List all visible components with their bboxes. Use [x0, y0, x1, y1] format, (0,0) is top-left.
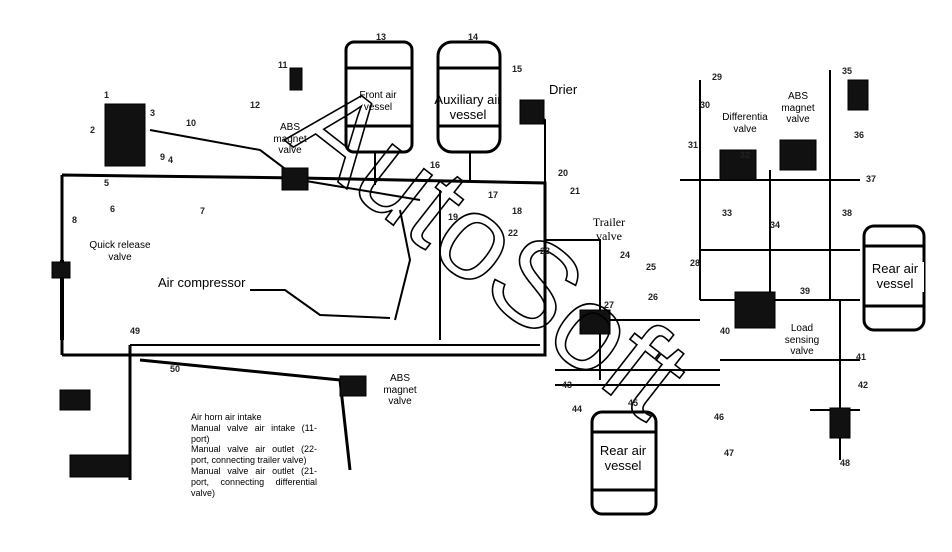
part-number: 45 [628, 398, 639, 408]
part-number: 32 [740, 150, 751, 160]
load-sensing-valve-shape [734, 291, 776, 329]
trailer-valve-shape [579, 309, 611, 335]
part-number: 18 [512, 206, 523, 216]
part-number: 6 [110, 204, 116, 214]
quick-release-valve-shape [51, 261, 71, 279]
pipe-lower-rear [555, 330, 720, 386]
part-number: 46 [714, 412, 725, 422]
label-drier: Drier [549, 82, 578, 97]
label-trailer-valve: Trailer valve [592, 215, 626, 243]
part-number: 15 [512, 64, 523, 74]
part-number: 3 [150, 108, 156, 118]
part-number: 31 [688, 140, 699, 150]
drier-shape [519, 99, 545, 125]
part-number: 4 [168, 155, 174, 165]
part-number: 44 [572, 404, 583, 414]
pipe-s-left [394, 209, 412, 321]
component-left [59, 389, 91, 411]
part-number: 24 [620, 250, 631, 260]
part-number: 19 [448, 212, 459, 222]
pipe-compressor [250, 289, 391, 319]
part-number: 30 [700, 100, 711, 110]
part-number: 48 [840, 458, 851, 468]
part-number: 41 [856, 352, 867, 362]
pipe-main-inner [130, 190, 540, 346]
part-number: 28 [690, 258, 701, 268]
component-top-valve [289, 67, 303, 91]
part-number: 25 [646, 262, 657, 272]
legend-item: Manual valve air outlet (22-port, connec… [191, 444, 317, 466]
part-number: 17 [488, 190, 499, 200]
legend-item: Manual valve air outlet (21-port, connec… [191, 465, 317, 498]
legend-item: Manual valve air intake (11-port) [191, 422, 317, 444]
label-rear-air-vessel-right: Rear air vessel [866, 261, 924, 292]
part-number: 27 [604, 300, 615, 310]
label-abs-magnet-valve-top: ABS magnet valve [273, 122, 307, 156]
pipe-trailer [545, 239, 700, 321]
part-number: 21 [570, 186, 581, 196]
part-number: 16 [430, 160, 441, 170]
label-front-air-vessel: Front air vessel [359, 90, 397, 113]
part-number: 39 [800, 286, 811, 296]
label-air-compressor: Air compressor [158, 275, 246, 290]
abs-magnet-valve-right-shape [779, 139, 817, 171]
component-right-top [847, 79, 869, 111]
part-number: 20 [558, 168, 569, 178]
part-number: 26 [648, 292, 659, 302]
part-number: 47 [724, 448, 735, 458]
pipe-vertical-right [699, 70, 831, 300]
abs-magnet-valve-bottom-shape [339, 375, 367, 397]
manual-valve-shape [69, 454, 131, 478]
part-number: 37 [866, 174, 877, 184]
part-number: 49 [130, 326, 141, 336]
part-number: 9 [160, 152, 166, 162]
part-number: 29 [712, 72, 723, 82]
label-differential-valve: Differentia valve [722, 112, 768, 135]
part-number: 2 [90, 125, 96, 135]
label-rear-air-vessel-bottom: Rear air vessel [594, 443, 652, 474]
part-number: 36 [854, 130, 865, 140]
abs-magnet-valve-top-shape [281, 167, 309, 191]
part-number: 1 [104, 90, 110, 100]
part-number: 5 [104, 178, 110, 188]
part-number: 42 [858, 380, 869, 390]
part-number: 8 [72, 215, 78, 225]
part-number: 33 [722, 208, 733, 218]
part-number: 43 [562, 380, 573, 390]
part-number: 12 [250, 100, 261, 110]
part-number: 40 [720, 326, 731, 336]
part-number: 35 [842, 66, 853, 76]
label-abs-magnet-valve-right: ABS magnet valve [781, 91, 815, 125]
part-number: 23 [540, 246, 551, 256]
part-number: 22 [508, 228, 519, 238]
coil-component [104, 103, 146, 167]
pipe-front [374, 150, 471, 185]
legend: Air horn air intake Manual valve air int… [191, 412, 317, 498]
label-abs-magnet-valve-bottom: ABS magnet valve [383, 373, 417, 407]
label-load-sensing-valve: Load sensing valve [784, 323, 820, 357]
part-number: 14 [468, 32, 479, 42]
differential-valve-shape [719, 149, 757, 181]
pipe-abs-top [149, 129, 421, 201]
part-number: 38 [842, 208, 853, 218]
part-number: 13 [376, 32, 387, 42]
legend-item: Air horn air intake [191, 412, 262, 422]
part-number: 50 [170, 364, 181, 374]
part-number: 34 [770, 220, 781, 230]
label-quick-release-valve: Quick release valve [89, 240, 151, 263]
part-number: 11 [278, 60, 288, 70]
component-right-bottom [829, 407, 851, 439]
part-number: 10 [186, 118, 197, 128]
label-auxiliary-air-vessel: Auxiliary air vessel [434, 92, 502, 122]
part-number: 7 [200, 206, 206, 216]
